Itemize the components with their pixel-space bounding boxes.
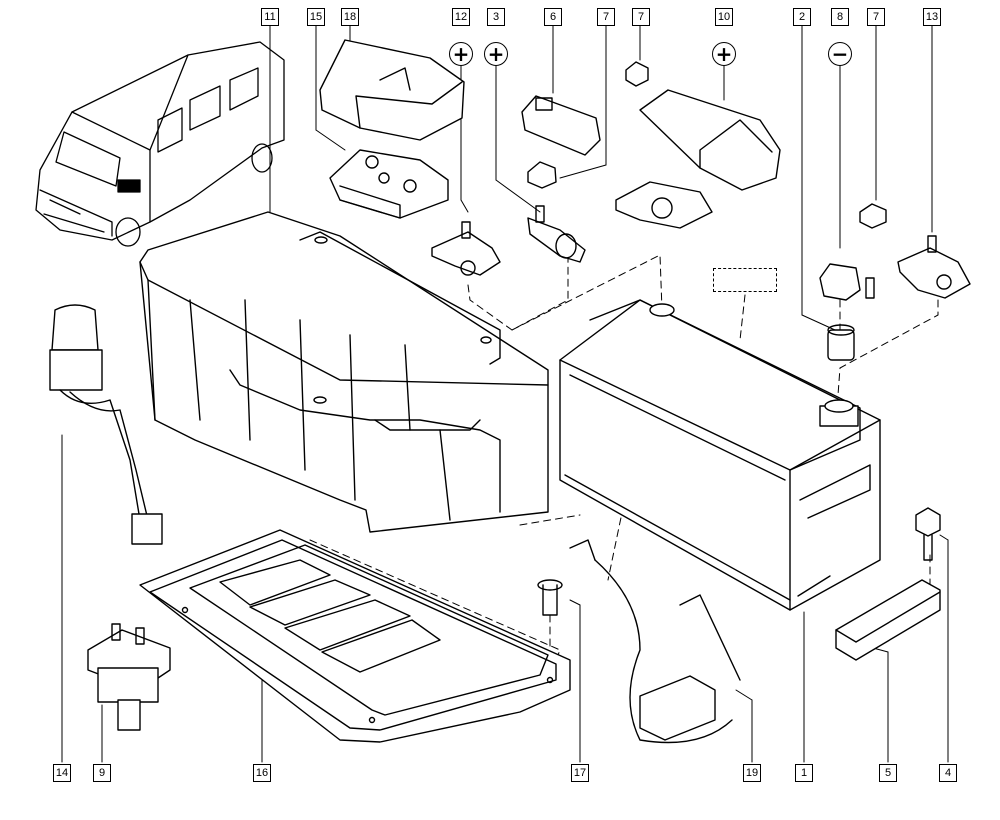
fuse-block-15 <box>329 149 449 219</box>
callout-16: 16 <box>253 764 271 782</box>
relay-9 <box>87 623 171 731</box>
callout-7b: 7 <box>632 8 650 26</box>
callout-2: 2 <box>793 8 811 26</box>
callout-18: 18 <box>341 8 359 26</box>
callout-8: 8 <box>831 8 849 26</box>
positive-symbol-12: + <box>449 42 473 66</box>
callout-19: 19 <box>743 764 761 782</box>
callout-11: 11 <box>261 8 279 26</box>
terminal-clamp-3 <box>527 205 586 263</box>
callout-12: 12 <box>452 8 470 26</box>
terminal-8 <box>819 263 875 301</box>
hold-down-bracket-5 <box>835 579 941 661</box>
positive-symbol-10: + <box>712 42 736 66</box>
bolt-17 <box>537 579 563 616</box>
terminal-cover-10 <box>615 89 781 229</box>
terminal-clamp-12 <box>431 221 501 276</box>
terminal-clamp-13 <box>897 235 971 299</box>
callout-14: 14 <box>53 764 71 782</box>
callout-7a: 7 <box>597 8 615 26</box>
cable-19 <box>569 539 741 744</box>
callout-5: 5 <box>879 764 897 782</box>
callout-1: 1 <box>795 764 813 782</box>
callout-17: 17 <box>571 764 589 782</box>
nut-7 <box>527 61 887 229</box>
callout-10: 10 <box>715 8 733 26</box>
callout-6: 6 <box>544 8 562 26</box>
negative-symbol-8: − <box>828 42 852 66</box>
battery-switch-14 <box>49 304 163 545</box>
positive-symbol-3: + <box>484 42 508 66</box>
callout-4: 4 <box>939 764 957 782</box>
callout-13: 13 <box>923 8 941 26</box>
callout-3: 3 <box>487 8 505 26</box>
callout-15: 15 <box>307 8 325 26</box>
dashed-label-box <box>713 268 777 292</box>
battery-base-plate <box>139 529 571 743</box>
callout-7c: 7 <box>867 8 885 26</box>
fuse-6 <box>521 95 601 156</box>
post-2 <box>827 324 855 361</box>
terminal-cover-18 <box>319 39 465 141</box>
bolt-4 <box>915 507 941 561</box>
battery <box>559 299 881 611</box>
leader-lines <box>61 25 949 763</box>
battery-tray <box>139 211 549 533</box>
van-illustration <box>35 41 285 247</box>
callout-9: 9 <box>93 764 111 782</box>
